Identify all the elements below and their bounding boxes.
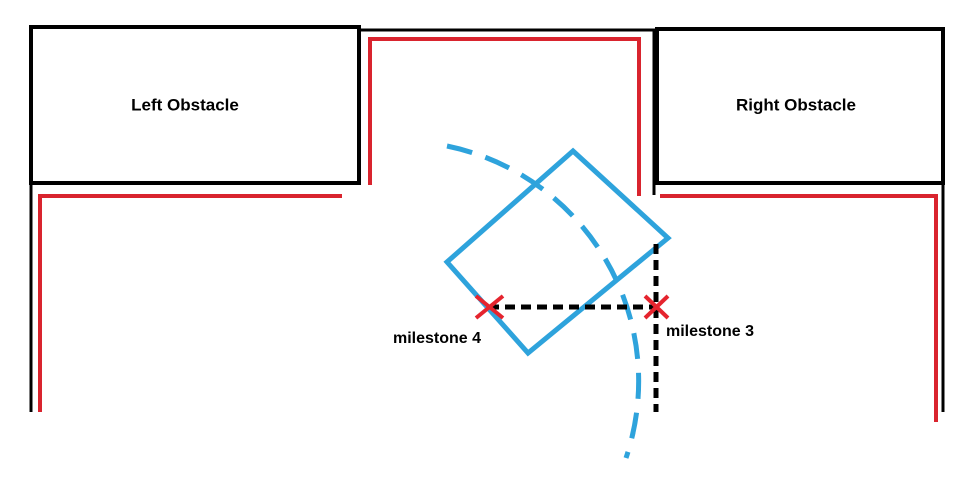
right-obstacle-label: Right Obstacle — [736, 95, 856, 114]
milestone-4: milestone 4 — [393, 294, 505, 347]
left-obstacle: Left Obstacle — [29, 25, 361, 185]
left-obstacle-label: Left Obstacle — [131, 95, 239, 114]
path-boundary-left — [38, 194, 342, 412]
guide-lines — [489, 244, 659, 412]
right-obstacle: Right Obstacle — [655, 27, 945, 185]
turning-radius-arc — [446, 143, 642, 459]
milestone-3-marker — [643, 294, 670, 320]
milestone-4-label: milestone 4 — [393, 330, 481, 347]
wall-lines — [29, 28, 945, 412]
milestone-3: milestone 3 — [643, 294, 754, 340]
robot-footprint — [443, 147, 672, 357]
path-boundary-right — [660, 194, 938, 422]
milestone-4-marker — [474, 294, 505, 320]
milestone-3-label: milestone 3 — [666, 323, 754, 340]
path-boundary — [38, 37, 938, 422]
path-boundary-corridor — [368, 37, 641, 196]
